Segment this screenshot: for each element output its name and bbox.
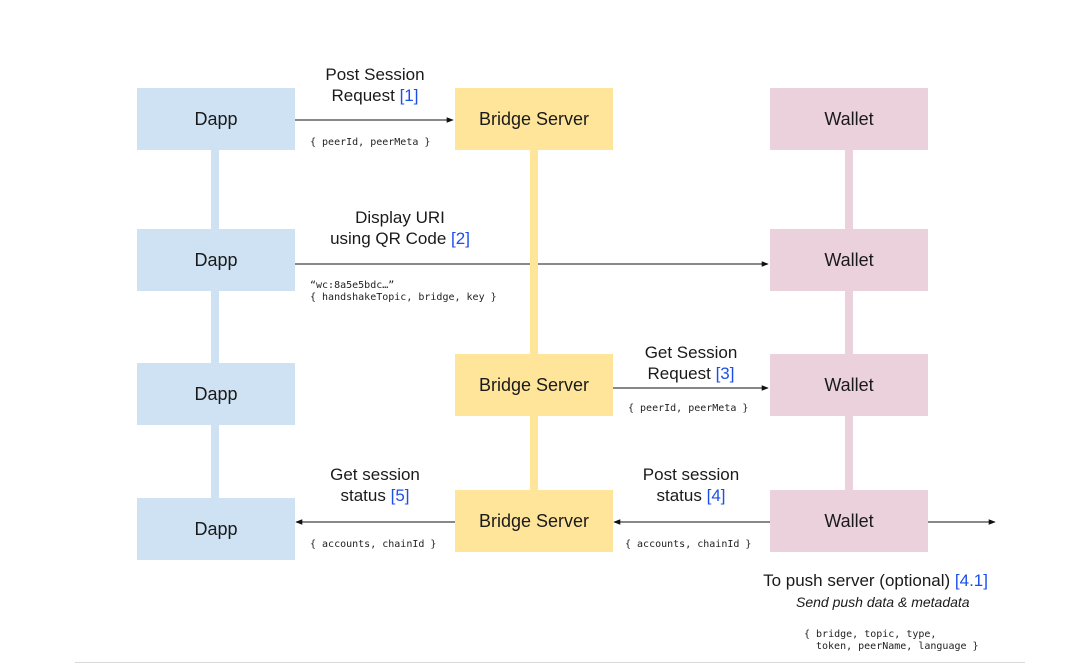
dapp-box-label: Dapp (194, 249, 238, 270)
wallet-box-label: Wallet (824, 374, 874, 395)
dapp-box-1: Dapp (137, 88, 295, 150)
step-3-line2: Request (647, 364, 711, 383)
step-1-label: Post Session Request [1] (300, 64, 450, 106)
wallet-box-label: Wallet (824, 108, 874, 129)
step-4-ref[interactable]: [4] (706, 486, 726, 505)
wallet-box-label: Wallet (824, 249, 874, 270)
step-3-ref[interactable]: [3] (715, 364, 735, 383)
dapp-box-label: Dapp (194, 108, 238, 129)
step-41-title: To push server (optional) [4.1] (700, 570, 988, 591)
step-1-ref[interactable]: [1] (399, 86, 419, 105)
step-3-label: Get Session Request [3] (616, 342, 766, 384)
step-5-payload: { accounts, chainId } (310, 539, 437, 550)
step-3-payload: { peerId, peerMeta } (628, 403, 749, 414)
step-41-payload-line2: token, peerName, language } (816, 641, 979, 652)
wallet-box-label: Wallet (824, 510, 874, 531)
bridge-lifeline-lower (530, 416, 538, 490)
step-1-line1: Post Session (325, 65, 425, 84)
step-5-ref[interactable]: [5] (390, 486, 410, 505)
wallet-box-1: Wallet (770, 88, 928, 150)
wallet-lifeline (845, 150, 853, 490)
dapp-box-label: Dapp (194, 383, 238, 404)
dapp-box-2: Dapp (137, 229, 295, 291)
dapp-box-label: Dapp (194, 518, 238, 539)
dapp-box-3: Dapp (137, 363, 295, 425)
step-4-line1: Post session (642, 465, 740, 484)
step-3-line1: Get Session (644, 343, 738, 362)
step-1-payload: { peerId, peerMeta } (310, 137, 431, 148)
wallet-box-4: Wallet (770, 490, 928, 552)
step-4-label: Post session status [4] (616, 464, 766, 506)
step-2-payload-fields: { handshakeTopic, bridge, key } (310, 292, 497, 303)
bridge-box-2: Bridge Server (455, 354, 613, 416)
step-41-subtitle: Send push data & metadata (796, 594, 970, 610)
wallet-box-3: Wallet (770, 354, 928, 416)
bottom-divider (75, 662, 1025, 663)
step-2-payload-uri: “wc:8a5e5bdc…” (310, 280, 395, 291)
step-41-title-text: To push server (optional) (763, 571, 951, 590)
step-2-label: Display URI using QR Code [2] (300, 207, 500, 249)
bridge-box-label: Bridge Server (478, 108, 590, 129)
step-5-line1: Get session (330, 465, 420, 484)
bridge-box-label: Bridge Server (478, 510, 590, 531)
bridge-box-3: Bridge Server (455, 490, 613, 552)
step-41-payload-line1: { bridge, topic, type, (804, 629, 937, 640)
step-4-line2: status (656, 486, 702, 505)
step-2-line2: using QR Code (330, 229, 447, 248)
wallet-box-2: Wallet (770, 229, 928, 291)
dapp-lifeline (211, 150, 219, 498)
step-5-line2: status (340, 486, 386, 505)
step-2-line1: Display URI (355, 208, 445, 227)
bridge-lifeline-upper (530, 150, 538, 354)
step-4-payload: { accounts, chainId } (625, 539, 752, 550)
step-2-ref[interactable]: [2] (451, 229, 470, 248)
step-5-label: Get session status [5] (300, 464, 450, 506)
bridge-box-1: Bridge Server (455, 88, 613, 150)
dapp-box-4: Dapp (137, 498, 295, 560)
bridge-box-label: Bridge Server (478, 374, 590, 395)
step-41-ref[interactable]: [4.1] (954, 571, 988, 590)
step-1-line2: Request (331, 86, 395, 105)
